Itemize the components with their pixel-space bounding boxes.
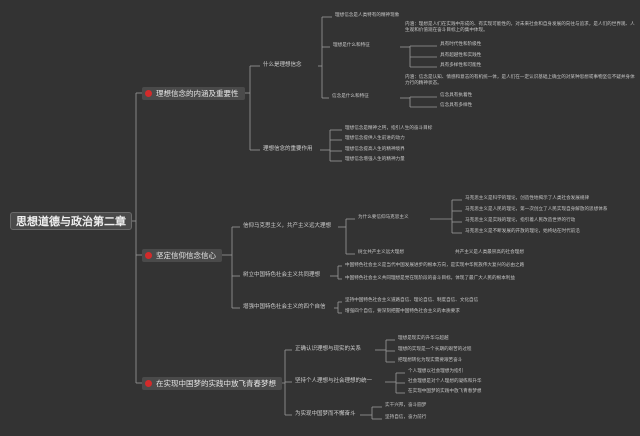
leaf-belief-feature-1[interactable]: 信念具有执着性 <box>440 93 473 98</box>
leaf-ideal-feature-2[interactable]: 具有超越性和实践性 <box>440 53 482 58</box>
leaf-common-ideal-2[interactable]: 中国特色社会主义共同理想是党在现阶段的奋斗目标，体现了最广大人民的根本利益 <box>345 276 515 281</box>
branch-label: 理想信念的内涵及重要性 <box>156 88 239 98</box>
branch-firm-faith[interactable]: 坚定信仰信念信心 <box>142 249 222 262</box>
topic-four-confidences[interactable]: 增强中国特色社会主义的四个自信 <box>243 304 326 310</box>
leaf-role-3[interactable]: 理想信念提高人生的精神境界 <box>345 147 405 152</box>
leaf-marxism-3[interactable]: 马克思主义是实践的理论，指引着人民改造世界的行动 <box>465 218 576 223</box>
branch-label: 坚定信仰信念信心 <box>156 250 216 260</box>
leaf-role-2[interactable]: 理想信念提供人生前进的动力 <box>345 136 405 141</box>
branch-label: 在实现中国梦的实践中放飞青春梦想 <box>156 378 276 388</box>
topic-strive-for-dream[interactable]: 为实现中国梦而不懈奋斗 <box>295 411 356 417</box>
leaf-unity-1[interactable]: 个人理想以社会理想为指引 <box>408 369 464 374</box>
branch-ideal-belief-meaning[interactable]: 理想信念的内涵及重要性 <box>142 87 245 100</box>
topic-ideal-features[interactable]: 理想是什么和特征 <box>333 43 370 48</box>
topic-common-ideal[interactable]: 树立中国特色社会主义共同理想 <box>243 272 321 278</box>
leaf-marxism-1[interactable]: 马克思主义是科学的理论，创造性地揭示了人类社会发展规律 <box>465 196 590 201</box>
leaf-reality-3[interactable]: 把理想转化为现实需要艰苦奋斗 <box>398 358 463 363</box>
topic-communist-ideal[interactable]: 树立共产主义远大理想 <box>358 250 404 255</box>
leaf-role-4[interactable]: 理想信念增强人生的精神力量 <box>345 157 405 162</box>
topic-why-marxism[interactable]: 为什么要信仰马克思主义 <box>358 215 409 220</box>
red-dot-icon <box>145 252 152 259</box>
leaf-belief-feature-2[interactable]: 信念具有多样性 <box>440 103 473 108</box>
leaf-reality-1[interactable]: 理想是现实的升华与超越 <box>398 336 449 341</box>
leaf-common-ideal-1[interactable]: 中国特色社会主义是当代中国发展进步的根本方向，是实现中华民族伟大复兴的必由之路 <box>345 263 525 268</box>
note-ideal-definition: 内涵：理想是人们在实践中形成的、有实现可能性的，对未来社会和自身发展的向往与追求… <box>405 22 635 34</box>
root-topic[interactable]: 思想道德与政治第二章 <box>10 212 132 230</box>
topic-ideal-vs-reality[interactable]: 正确认识理想与现实的关系 <box>295 346 362 352</box>
red-dot-icon <box>145 90 152 97</box>
leaf-ideal-feature-3[interactable]: 具有多样性和可能性 <box>440 63 482 68</box>
topic-believe-marxism[interactable]: 信仰马克思主义，共产主义远大理想 <box>243 223 332 229</box>
leaf-unity-2[interactable]: 社会理想是对个人理想的凝练和升华 <box>408 379 482 384</box>
leaf-ideal-feature-1[interactable]: 具有时代性和阶级性 <box>440 42 482 47</box>
note-belief-definition: 内涵：信念是认知、情感和意志的有机统一体，是人们在一定认识基础上确立的对某种思想… <box>405 75 635 87</box>
branch-chinese-dream[interactable]: 在实现中国梦的实践中放飞青春梦想 <box>142 377 282 390</box>
note-communist-ideal: 共产主义是人类最崇高的社会理想 <box>455 250 524 255</box>
leaf-spiritual-phenomenon[interactable]: 理想信念是人类特有的精神现象 <box>335 13 400 18</box>
red-dot-icon <box>145 380 152 387</box>
topic-personal-social-ideal[interactable]: 坚持个人理想与社会理想的统一 <box>295 378 373 384</box>
topic-what-is-ideal-belief[interactable]: 什么是理想信念 <box>263 62 302 68</box>
leaf-strive-2[interactable]: 坚持自信，奋力前行 <box>385 415 427 420</box>
leaf-marxism-4[interactable]: 马克思主义是不断发展的开放的理论，始终站在时代前沿 <box>465 229 580 234</box>
topic-belief-features[interactable]: 信念是什么和特征 <box>332 94 369 99</box>
leaf-marxism-2[interactable]: 马克思主义是人民的理论，第一次创立了人民实现自身解放的思想体系 <box>465 207 608 212</box>
leaf-strive-1[interactable]: 实干兴邦，奋斗圆梦 <box>385 403 427 408</box>
topic-ideal-belief-role[interactable]: 理想信念的重要作用 <box>263 146 313 152</box>
leaf-role-1[interactable]: 理想信念是精神之钙，指引人生的奋斗目标 <box>345 126 433 131</box>
leaf-unity-3[interactable]: 在实现中国梦的实践中放飞青春梦想 <box>408 389 482 394</box>
leaf-confidence-2[interactable]: 增强四个自信，要深刻把握中国特色社会主义的本质要求 <box>345 309 460 314</box>
leaf-reality-2[interactable]: 理想的实现是一个长期的艰苦的过程 <box>398 347 472 352</box>
leaf-confidence-1[interactable]: 坚持中国特色社会主义道路自信、理论自信、制度自信、文化自信 <box>345 298 479 303</box>
